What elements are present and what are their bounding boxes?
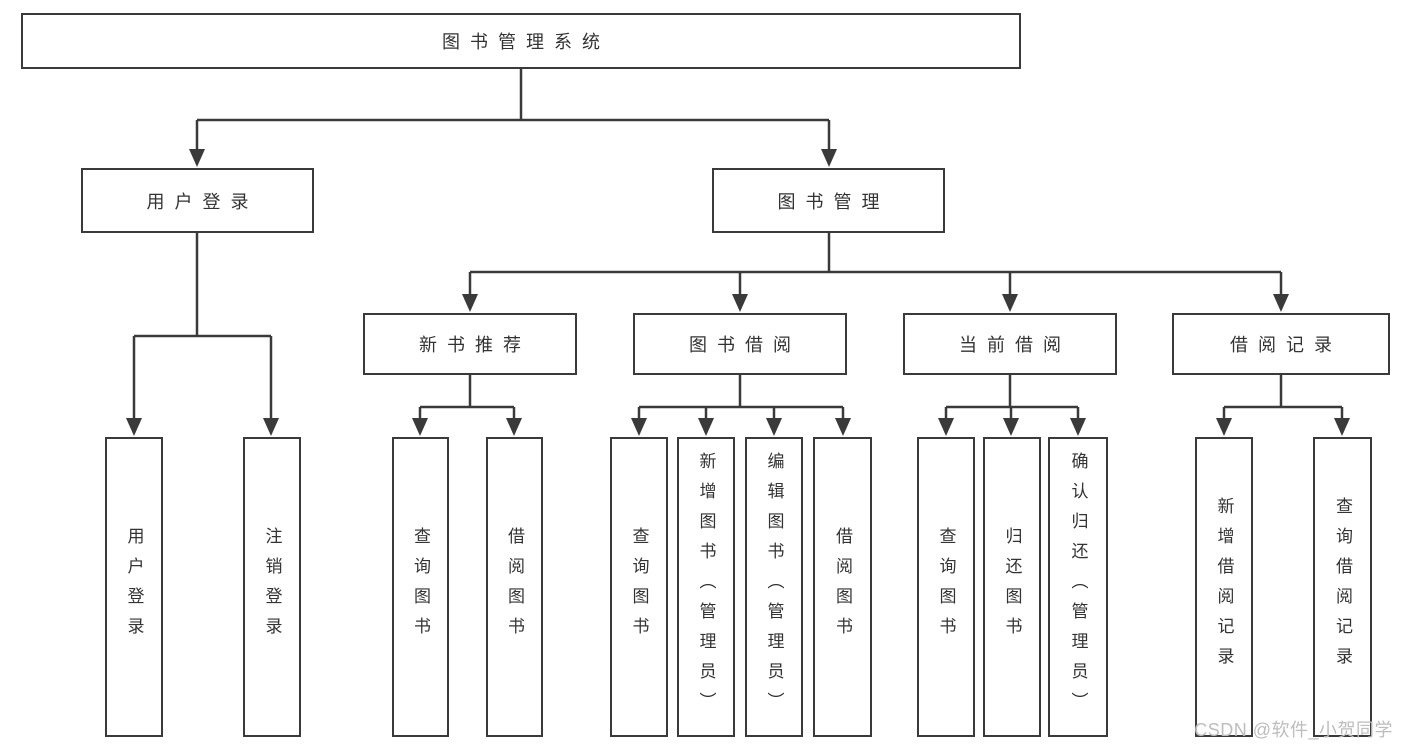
col-label: 查询借阅记录 — [1333, 497, 1352, 677]
col-records-query-record: 查询借阅记录 — [1313, 437, 1372, 737]
col-label: 新增借阅记录 — [1214, 497, 1234, 677]
node-book-borrowing: 图书借阅 — [633, 313, 847, 375]
col-records-add-record: 新增借阅记录 — [1195, 437, 1253, 737]
col-label: 注销登录 — [262, 527, 282, 647]
col-label: 确认归还（管理员） — [1068, 452, 1088, 722]
col-current-confirm-return-admin: 确认归还（管理员） — [1048, 437, 1108, 737]
node-label: 借阅记录 — [1230, 335, 1342, 355]
connector-lines — [132, 69, 1344, 421]
col-current-return-books: 归还图书 — [983, 437, 1041, 737]
node-new-book-recommendation: 新书推荐 — [363, 313, 577, 375]
node-label: 当前借阅 — [959, 335, 1071, 355]
col-borrowing-edit-books-admin: 编辑图书（管理员） — [745, 437, 803, 737]
col-label: 借阅图书 — [833, 527, 852, 647]
col-label: 编辑图书（管理员） — [764, 452, 784, 722]
node-label: 用户登录 — [146, 191, 259, 212]
col-label: 查询图书 — [629, 527, 649, 647]
node-label: 新书推荐 — [419, 335, 531, 355]
col-label: 查询图书 — [936, 527, 956, 647]
csdn-watermark: CSDN @软件_小贺同学 — [1194, 720, 1393, 740]
node-user-login: 用户登录 — [81, 168, 314, 233]
node-label: 图书管理 — [777, 191, 890, 212]
node-label: 图书借阅 — [689, 335, 801, 355]
arrowhead-icons — [126, 149, 1350, 436]
node-label: 图书管理系统 — [442, 32, 610, 52]
node-library-management-system: 图书管理系统 — [21, 13, 1021, 69]
col-label: 借阅图书 — [505, 527, 524, 647]
col-borrowing-add-books-admin: 新增图书（管理员） — [677, 437, 735, 737]
col-logout-login: 注销登录 — [243, 437, 301, 737]
col-recommend-query-books: 查询图书 — [392, 437, 449, 737]
node-borrowing-records: 借阅记录 — [1172, 313, 1390, 375]
col-label: 用户登录 — [124, 527, 144, 647]
col-recommend-borrow-books: 借阅图书 — [486, 437, 543, 737]
col-label: 新增图书（管理员） — [696, 452, 716, 722]
col-current-query-books: 查询图书 — [917, 437, 975, 737]
col-borrowing-query-books: 查询图书 — [610, 437, 668, 737]
node-book-management: 图书管理 — [712, 168, 945, 233]
node-current-borrowing: 当前借阅 — [903, 313, 1117, 375]
col-label: 查询图书 — [411, 527, 430, 647]
col-label: 归还图书 — [1002, 527, 1022, 647]
col-borrowing-borrow-books: 借阅图书 — [813, 437, 872, 737]
col-user-login: 用户登录 — [105, 437, 163, 737]
